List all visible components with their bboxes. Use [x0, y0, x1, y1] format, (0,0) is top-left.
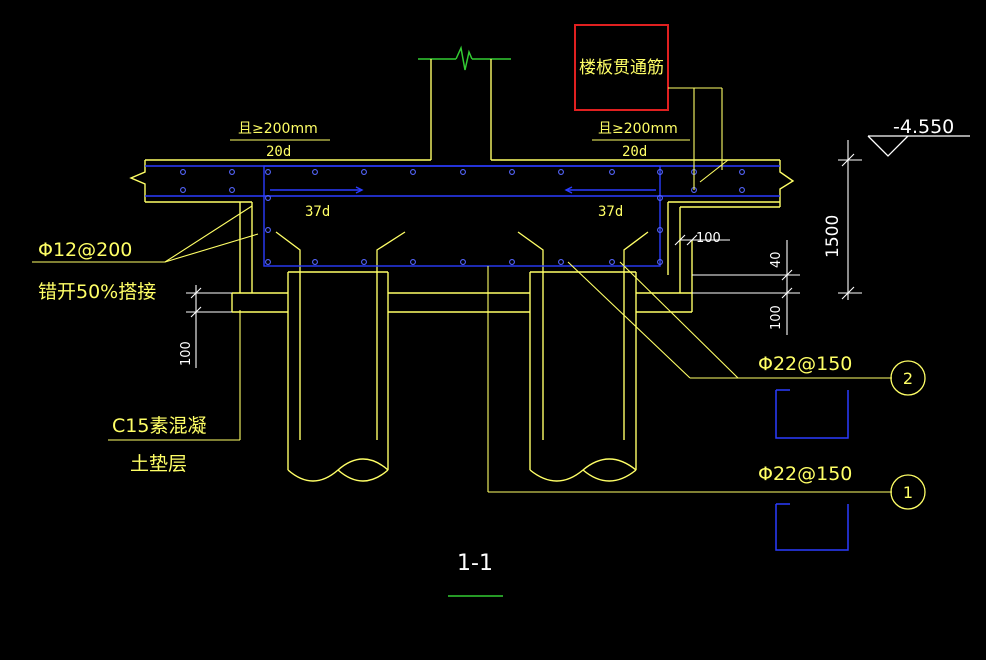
rebar-dot [410, 259, 416, 265]
rebar-dot [609, 259, 615, 265]
rebar-dot [229, 187, 235, 193]
dim-100-right: 100 [769, 305, 784, 330]
pile-anchor-bars [275, 231, 649, 272]
rebar-dot [558, 259, 564, 265]
rebar-dot [509, 169, 515, 175]
rebar-dot [460, 259, 466, 265]
rebar-dot [410, 169, 416, 175]
rebar-left-line2: 错开50%搭接 [38, 281, 156, 303]
rebar-left-leader [32, 205, 259, 263]
rebar-dot [657, 259, 663, 265]
rebar-dot [312, 169, 318, 175]
rebar-dot [739, 187, 745, 193]
rebar-dot [558, 169, 564, 175]
dim-1500: 1500 [823, 215, 843, 258]
rebar2-marker-circle [890, 360, 926, 396]
rebar-dot [312, 259, 318, 265]
rebar-dot [609, 169, 615, 175]
rebar2-shape [775, 390, 849, 439]
pile-left [287, 271, 389, 482]
rebar-cage [145, 165, 780, 267]
rebar-dot [657, 227, 663, 233]
rebar1-marker: 1 [903, 483, 913, 502]
rebar-left-line1: Φ12@200 [38, 239, 132, 261]
rebar-dot [229, 169, 235, 175]
elevation-text: -4.550 [893, 116, 954, 138]
concrete-line2: 土垫层 [130, 453, 187, 475]
dim-40: 40 [769, 251, 784, 268]
lap-left-bottom: 20d [266, 144, 291, 160]
rebar-dot [739, 169, 745, 175]
cap-concrete-outline [129, 159, 795, 313]
rebar1-label: Φ22@150 [758, 463, 852, 485]
rebar-dot [657, 169, 663, 175]
lap-right-bottom: 20d [622, 144, 647, 160]
rebar-dot [265, 169, 271, 175]
anchor-right: 37d [598, 204, 623, 220]
rebar-dots [180, 169, 745, 265]
rebar-dot [509, 259, 515, 265]
column-above [418, 45, 511, 71]
rebar2-label: Φ22@150 [758, 353, 852, 375]
dim-100-left: 100 [179, 341, 194, 366]
rebar-dot [361, 169, 367, 175]
rebar-dot [265, 195, 271, 201]
dim-100-top: 100 [696, 231, 721, 246]
concrete-line1: C15素混凝 [112, 415, 206, 437]
column-outline [430, 59, 492, 160]
right-dimensions [674, 140, 862, 335]
rebar-dot [657, 195, 663, 201]
pile-right [529, 271, 637, 482]
anchor-left: 37d [305, 204, 330, 220]
slab-through-bar-leader [668, 87, 729, 190]
lap-right-top: 且≥200mm [598, 121, 678, 137]
rebar1-leader [487, 266, 892, 493]
rebar-dot [361, 259, 367, 265]
concrete-leader [108, 310, 241, 441]
rebar2-marker: 2 [903, 369, 913, 388]
section-title: 1-1 [457, 551, 493, 576]
rebar-dot [265, 227, 271, 233]
elevation-mark [867, 135, 970, 157]
rebar2-leader [567, 261, 892, 379]
rebar-dot [460, 169, 466, 175]
rebar-dot [180, 169, 186, 175]
left-dimension [186, 285, 232, 368]
rebar1-marker-circle [890, 474, 926, 510]
slab-through-bar-label: 楼板贯通筋 [579, 58, 664, 78]
rebar-dot [180, 187, 186, 193]
highlight-box [574, 24, 669, 111]
lap-left-top: 且≥200mm [238, 121, 318, 137]
rebar-dot [265, 259, 271, 265]
rebar1-shape [775, 504, 849, 551]
